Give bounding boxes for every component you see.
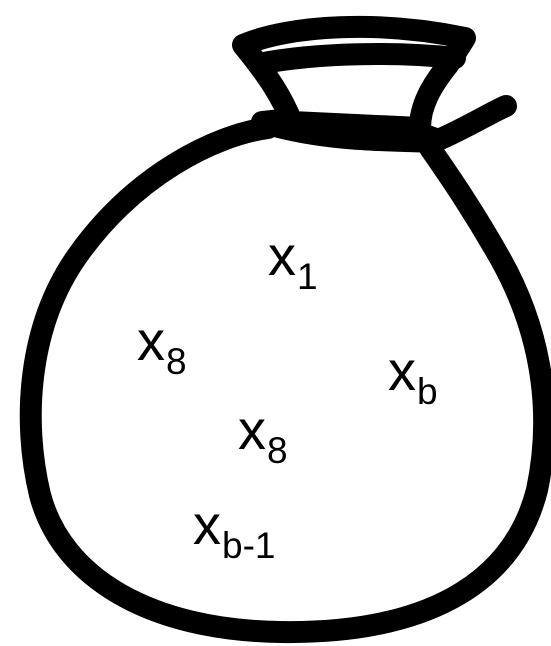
element-subscript: 8 xyxy=(267,430,288,471)
element-subscript: 8 xyxy=(166,341,187,382)
element-base: x xyxy=(193,493,221,556)
bag-knot xyxy=(232,15,476,139)
bag-element: xb xyxy=(388,343,438,411)
bag-knot-lip xyxy=(247,43,466,75)
element-base: x xyxy=(137,309,165,372)
element-base: x xyxy=(268,224,296,287)
bag-element: x8 xyxy=(238,402,288,470)
element-subscript: b xyxy=(417,371,438,412)
bag-element: x1 xyxy=(268,228,318,296)
bag-element: x8 xyxy=(137,313,187,381)
element-base: x xyxy=(238,398,266,461)
bag-body xyxy=(19,117,551,644)
bag-element: xb-1 xyxy=(193,497,275,565)
element-subscript: b-1 xyxy=(222,525,276,566)
element-subscript: 1 xyxy=(297,256,318,297)
element-base: x xyxy=(388,339,416,402)
